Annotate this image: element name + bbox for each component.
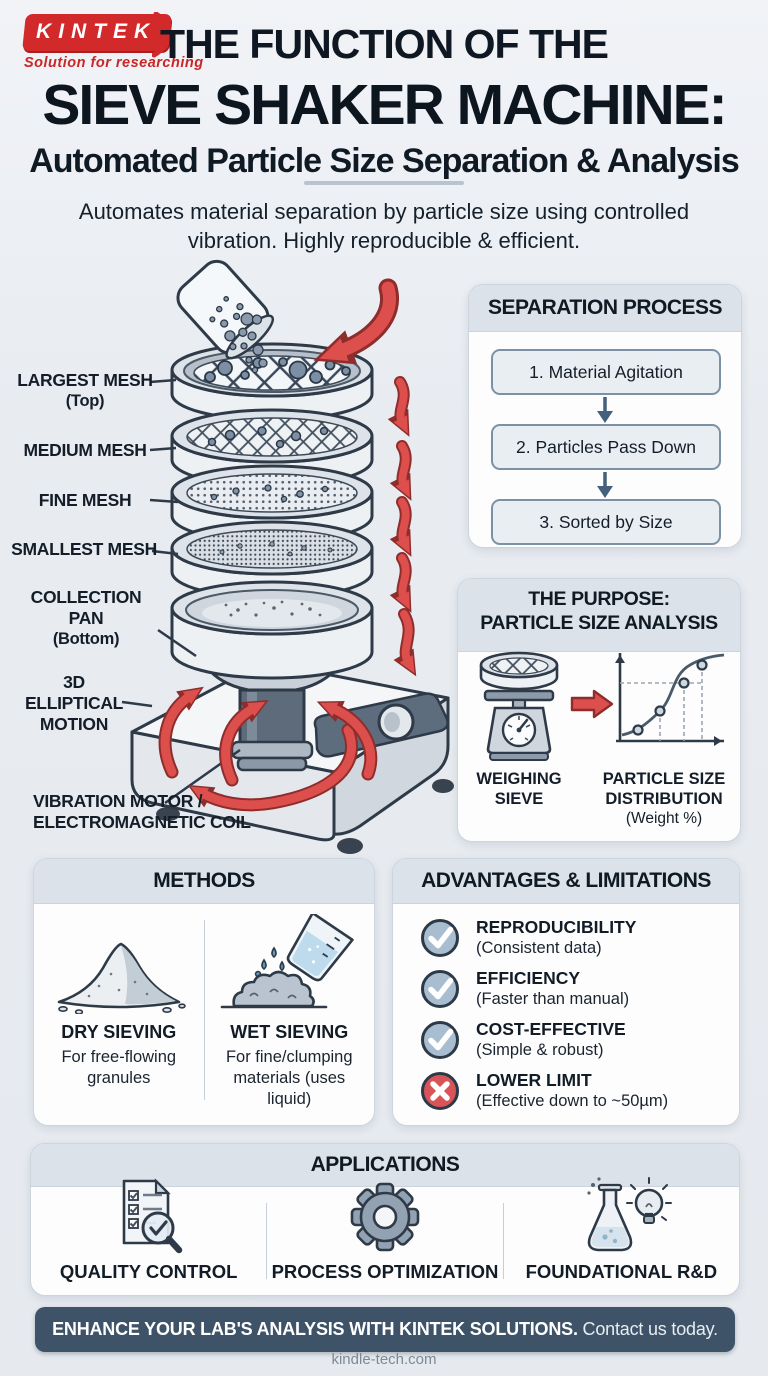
sieve-shaker-illustration: [121, 259, 454, 854]
powder-pile-icon: [57, 942, 186, 1014]
applications-panel: APPLICATIONS: [30, 1143, 740, 1296]
gear-icon: [350, 1182, 420, 1252]
advantage-row: REPRODUCIBILITY (Consistent data): [419, 917, 719, 959]
weighing-sieve-label: WEIGHING SIEVE: [476, 770, 562, 808]
pouring-beaker-icon: [176, 259, 275, 374]
subtitle: Automates material separation by particl…: [78, 199, 690, 253]
particle-size-distribution-label: PARTICLE SIZE DISTRIBUTION (Weight %): [602, 770, 726, 827]
separation-process-panel: SEPARATION PROCESS 1. Material Agitation…: [468, 284, 742, 548]
label-smallest-mesh: SMALLEST MESH: [11, 539, 157, 559]
kintek-tagline: Solution for researching: [24, 55, 204, 71]
cascade-arrow-icons: [387, 376, 417, 677]
kintek-logo: KINTEK Solution for researching: [22, 12, 204, 71]
process-optimization-label: PROCESS OPTIMIZATION: [271, 1261, 499, 1282]
dry-sieving-desc: For free-flowing granules: [61, 1048, 177, 1087]
cta-regular-text: Contact us today.: [577, 1319, 719, 1339]
process-step-3: 3. Sorted by Size: [491, 499, 721, 545]
label-largest-mesh: LARGEST MESH (Top): [17, 370, 153, 410]
weighing-scale-icon: [479, 651, 559, 761]
elliptical-motion-arrow-icons: [158, 686, 378, 812]
page-header: THE FUNCTION OF THE SIEVE SHAKER MACHINE…: [0, 21, 768, 180]
pouring-liquid-beaker-icon: [220, 914, 354, 1009]
header-divider: [304, 181, 464, 185]
title-line-2: SIEVE SHAKER MACHINE:: [42, 73, 727, 137]
label-collection-pan: COLLECTION PAN (Bottom): [30, 587, 142, 648]
check-circle-icon: [421, 1021, 459, 1059]
limitation-row: LOWER LIMIT (Effective down to ~50µm): [419, 1070, 719, 1112]
wet-sieving-desc: For fine/clumping materials (uses liquid…: [225, 1048, 353, 1108]
advantages-panel: ADVANTAGES & LIMITATIONS REPRODUCIBILITY…: [392, 858, 740, 1126]
collection-pan: [170, 580, 374, 680]
check-circle-icon: [421, 970, 459, 1008]
applications-divider: [266, 1203, 268, 1279]
foundational-rd-column: FOUNDATIONAL R&D: [504, 1177, 739, 1293]
check-circle-icon: [421, 919, 459, 957]
methods-panel: METHODS: [33, 858, 375, 1126]
process-optimization-column: PROCESS OPTIMIZATION: [267, 1182, 502, 1293]
inflow-arrow-icon: [313, 278, 399, 365]
website-url: kindle-tech.com: [331, 1351, 437, 1368]
dry-sieving-column: DRY SIEVING For free-flowing granules: [34, 904, 204, 1122]
label-3d-elliptical-motion: 3D ELLIPTICAL MOTION: [24, 672, 124, 734]
separation-process-title: SEPARATION PROCESS: [469, 285, 741, 332]
wet-sieving-label: WET SIEVING: [230, 1022, 349, 1042]
distribution-chart-icon: [615, 653, 725, 746]
title-line-1: THE FUNCTION OF THE: [160, 21, 609, 67]
foundational-rd-label: FOUNDATIONAL R&D: [525, 1261, 718, 1282]
cross-circle-icon: [421, 1072, 459, 1110]
label-vibration-motor: VIBRATION MOTOR / ELECTROMAGNETIC COIL: [33, 791, 251, 832]
methods-title: METHODS: [34, 859, 374, 904]
logo-swoosh-icon: [152, 12, 172, 58]
purpose-title: THE PURPOSE: PARTICLE SIZE ANALYSIS: [458, 579, 740, 652]
advantage-row: EFFICIENCY (Faster than manual): [419, 968, 719, 1010]
label-medium-mesh: MEDIUM MESH: [23, 440, 147, 460]
cta-bold-text: ENHANCE YOUR LAB'S ANALYSIS WITH KINTEK …: [52, 1319, 578, 1339]
red-right-arrow-icon: [570, 689, 614, 719]
methods-divider: [203, 920, 205, 1100]
process-step-1: 1. Material Agitation: [491, 349, 721, 395]
advantage-row: COST-EFFECTIVE (Simple & robust): [419, 1019, 719, 1061]
label-fine-mesh: FINE MESH: [38, 490, 132, 510]
applications-divider: [502, 1203, 504, 1279]
quality-control-column: QUALITY CONTROL: [31, 1178, 266, 1293]
particle-stream: [240, 331, 268, 374]
dry-sieving-label: DRY SIEVING: [61, 1022, 177, 1042]
down-arrow-icon: [597, 472, 613, 498]
purpose-panel: THE PURPOSE: PARTICLE SIZE ANALYSIS: [457, 578, 741, 842]
title-line-3: Automated Particle Size Separation & Ana…: [29, 142, 740, 180]
quality-control-label: QUALITY CONTROL: [59, 1261, 238, 1282]
cta-banner: ENHANCE YOUR LAB'S ANALYSIS WITH KINTEK …: [35, 1307, 735, 1352]
flask-lightbulb-icon: [587, 1177, 673, 1252]
process-step-2: 2. Particles Pass Down: [491, 424, 721, 470]
wet-sieving-column: WET SIEVING For fine/clumping materials …: [205, 904, 375, 1122]
checklist-magnifier-icon: [122, 1178, 182, 1254]
down-arrow-icon: [597, 397, 613, 423]
advantages-title: ADVANTAGES & LIMITATIONS: [393, 859, 739, 904]
